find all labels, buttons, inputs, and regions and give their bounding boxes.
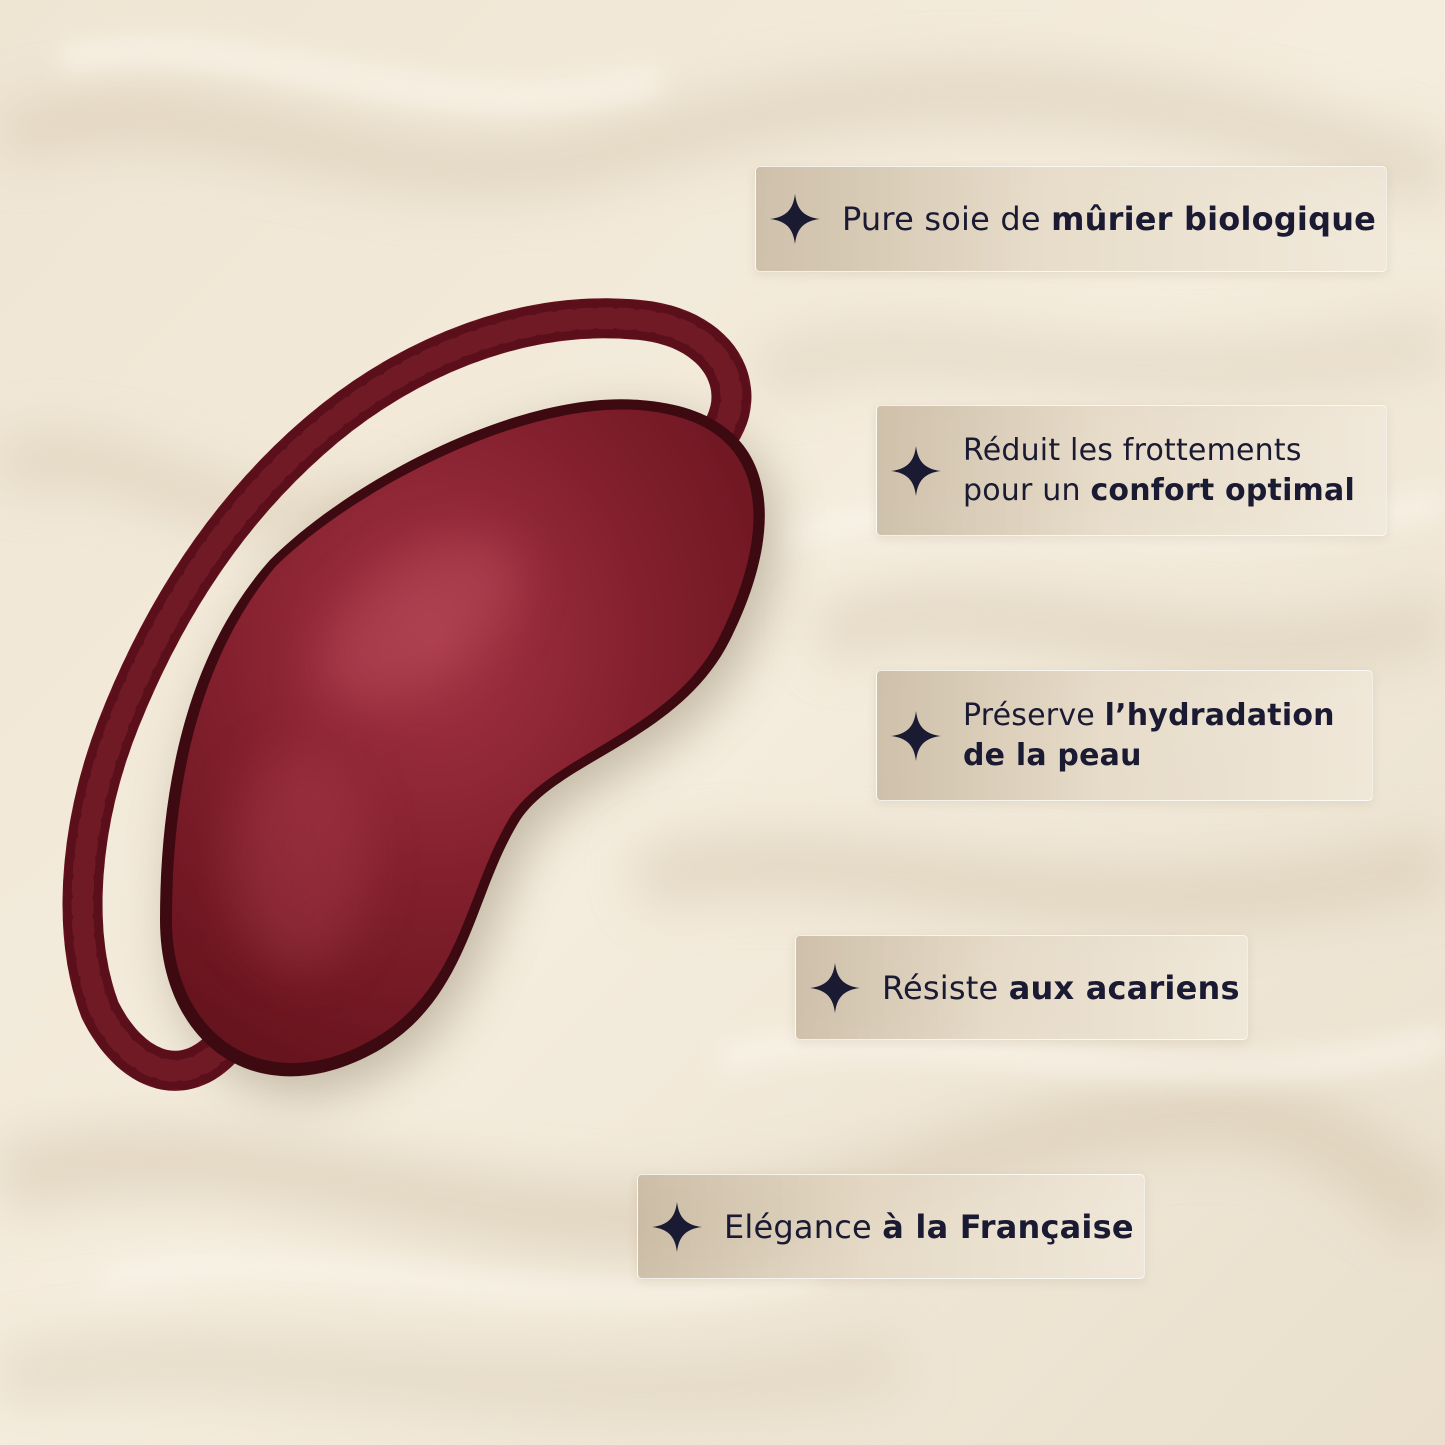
sparkle-icon: [770, 194, 820, 244]
sparkle-icon: [891, 710, 941, 761]
feature-text: Préserve l’hydradation de la peau: [963, 697, 1335, 773]
feature-text: Elégance à la Française: [724, 1207, 1134, 1246]
silk-mask-body: [160, 399, 765, 1077]
elastic-strap: [62, 298, 752, 1091]
sparkle-icon: [891, 445, 941, 496]
feature-card-hydration: Préserve l’hydradation de la peau: [876, 670, 1373, 801]
feature-text: Pure soie de mûrier biologique: [842, 200, 1377, 238]
feature-card-organic-silk: Pure soie de mûrier biologique: [755, 166, 1387, 272]
feature-card-reduces-friction: Réduit les frottements pour un confort o…: [876, 405, 1387, 536]
feature-card-french-elegance: Elégance à la Française: [637, 1174, 1145, 1279]
sparkle-icon: [652, 1201, 702, 1252]
feature-text: Réduit les frottements pour un confort o…: [963, 432, 1355, 508]
feature-text: Résiste aux acariens: [882, 968, 1240, 1007]
feature-card-dust-mites: Résiste aux acariens: [795, 935, 1248, 1040]
sparkle-icon: [810, 962, 860, 1013]
